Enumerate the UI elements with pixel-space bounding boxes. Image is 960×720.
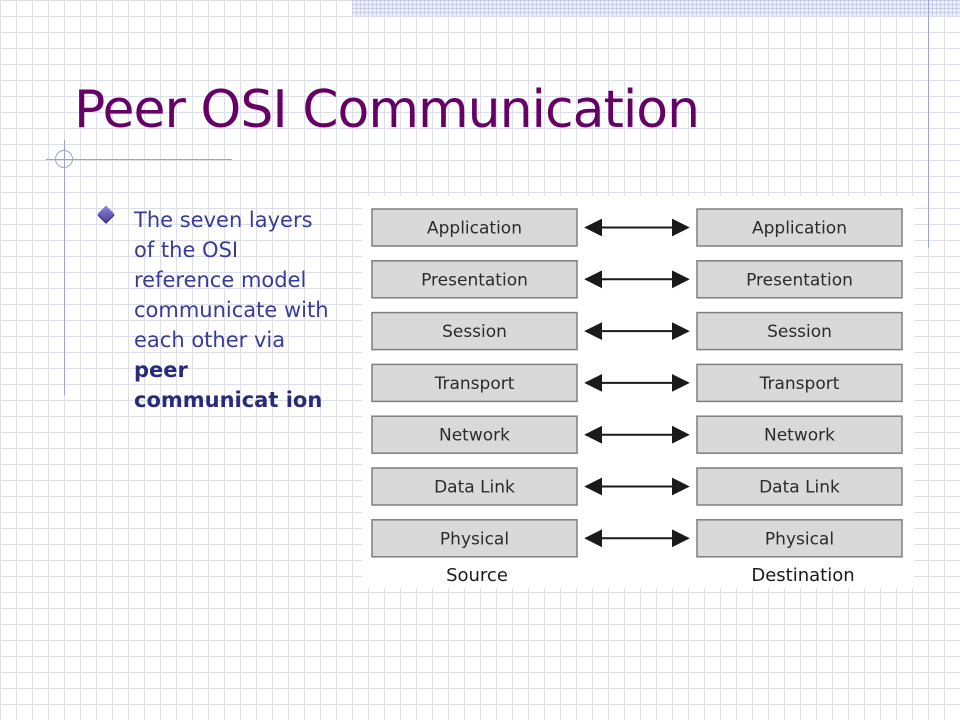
destination-layer-label-network: Network bbox=[764, 426, 835, 446]
source-layer-label-data-link: Data Link bbox=[434, 478, 515, 498]
source-layer-box-session bbox=[371, 311, 578, 351]
destination-layer-label-session: Session bbox=[767, 322, 832, 342]
source-layer-box-data-link bbox=[371, 467, 578, 506]
destination-layer-label-application: Application bbox=[752, 219, 847, 239]
destination-layer-box-physical bbox=[696, 519, 903, 558]
decorative-top-band bbox=[352, 0, 960, 16]
source-layer-label-session: Session bbox=[442, 322, 507, 342]
source-label: Source bbox=[446, 565, 508, 586]
source-layer-box-application bbox=[371, 208, 578, 247]
destination-layer-box-network bbox=[696, 415, 903, 454]
source-layer-box-transport bbox=[371, 363, 578, 403]
destination-layer-box-application bbox=[696, 208, 903, 247]
slide-title: Peer OSI Communication bbox=[74, 80, 700, 140]
destination-layer-box-data-link bbox=[696, 467, 903, 506]
decorative-vertical-rule-right bbox=[928, 0, 929, 248]
source-layer-label-transport: Transport bbox=[434, 374, 515, 394]
source-layer-label-application: Application bbox=[427, 219, 522, 239]
destination-layer-label-transport: Transport bbox=[759, 374, 840, 394]
source-layer-label-network: Network bbox=[439, 426, 510, 446]
decorative-horizontal-rule bbox=[46, 159, 232, 160]
bullet-text-plain: The seven layers of the OSI reference mo… bbox=[134, 208, 329, 352]
destination-layer-label-physical: Physical bbox=[765, 529, 834, 549]
destination-layer-box-transport bbox=[696, 363, 903, 403]
destination-label: Destination bbox=[751, 565, 854, 586]
bullet-text: The seven layers of the OSI reference mo… bbox=[134, 205, 334, 415]
source-layer-label-presentation: Presentation bbox=[421, 270, 528, 290]
source-layer-box-network bbox=[371, 415, 578, 454]
source-layer-box-physical bbox=[371, 519, 578, 558]
destination-layer-label-presentation: Presentation bbox=[746, 270, 853, 290]
source-layer-label-physical: Physical bbox=[440, 529, 509, 549]
bullet-text-emphasis: peer communicat ion bbox=[134, 358, 323, 412]
destination-layer-label-data-link: Data Link bbox=[759, 478, 840, 498]
destination-layer-box-session bbox=[696, 311, 903, 351]
destination-layer-box-presentation bbox=[696, 260, 903, 299]
source-layer-box-presentation bbox=[371, 260, 578, 299]
decorative-vertical-rule-left bbox=[64, 140, 65, 395]
decorative-corner-circle bbox=[55, 150, 73, 168]
